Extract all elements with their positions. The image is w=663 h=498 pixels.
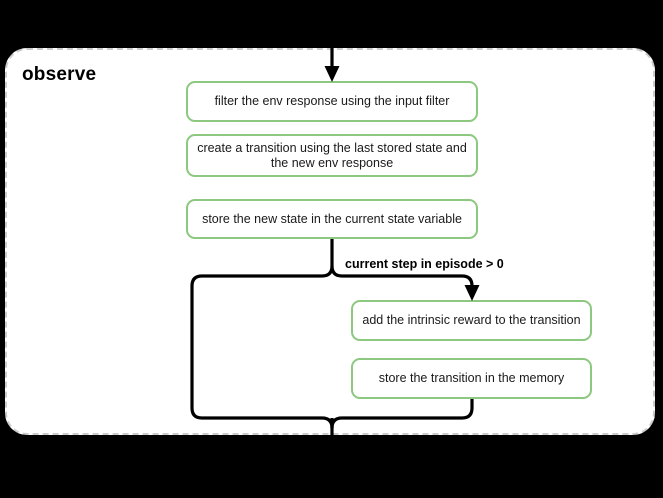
node-store-new-state[interactable]: store the new state in the current state… [186,199,478,239]
node-filter-env-response[interactable]: filter the env response using the input … [186,81,478,122]
node-create-transition[interactable]: create a transition using the last store… [186,134,478,177]
node-add-intrinsic-reward[interactable]: add the intrinsic reward to the transiti… [351,300,592,341]
node-store-transition-memory[interactable]: store the transition in the memory [351,358,592,399]
branch-condition-label: current step in episode > 0 [345,257,504,271]
group-title-observe: observe [22,64,97,85]
